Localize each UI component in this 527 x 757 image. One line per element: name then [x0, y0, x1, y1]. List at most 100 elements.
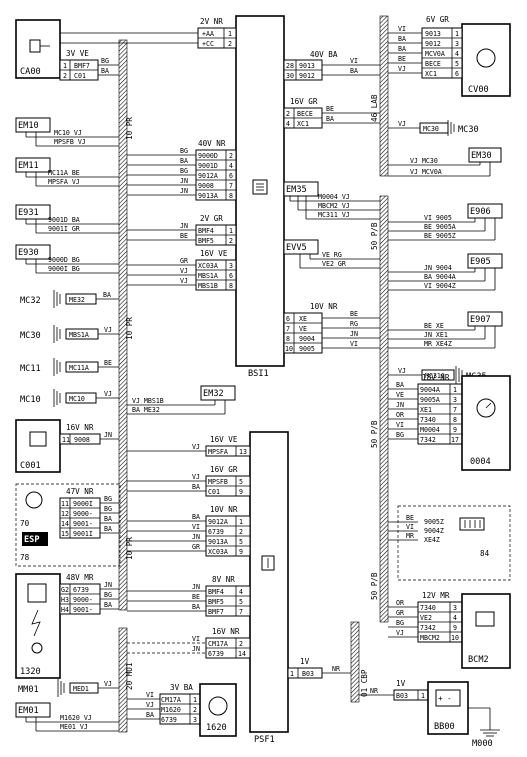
svg-text:CM17A: CM17A	[208, 640, 228, 648]
wire-label: VI	[192, 523, 200, 531]
bus-label-01cbp: 01 CBP	[360, 669, 369, 697]
wire-label: ME01 VJ	[60, 723, 88, 731]
bus-label-50pb-b: 50 P/B	[370, 420, 379, 448]
wire-label: VI 9005	[424, 214, 452, 222]
svg-text:VE: VE	[299, 325, 307, 333]
wire-label: BA	[146, 711, 154, 719]
svg-text:BMF7: BMF7	[74, 62, 90, 70]
ground-mm01: MM01	[18, 685, 39, 695]
wire-label: JN	[396, 401, 404, 409]
splice-mc311	[421, 369, 455, 381]
wire-label: BG	[104, 495, 112, 503]
svg-text:6739: 6739	[208, 528, 224, 536]
em11-label: EM11	[18, 161, 39, 171]
svg-text:14: 14	[61, 520, 69, 528]
wire-label: BA	[396, 381, 404, 389]
wire-label: M0004 VJ	[318, 193, 350, 201]
bus-label-10pr-c: 10 PR	[125, 537, 134, 560]
svg-text:7: 7	[239, 608, 243, 616]
wire-label: GR	[180, 257, 188, 265]
wire-label: BA	[101, 67, 109, 75]
cv00-label: CV00	[468, 85, 489, 95]
svg-text:B03: B03	[396, 692, 408, 700]
splice-label: MC10	[69, 395, 85, 403]
psf-module	[249, 431, 289, 733]
c1620-label: 1620	[206, 723, 227, 733]
svg-text:9000D: 9000D	[198, 152, 218, 160]
group-47vnr	[15, 483, 121, 567]
svg-text:17: 17	[451, 436, 459, 444]
wire-label: 9000I BG	[48, 265, 80, 273]
svg-text:9012A: 9012A	[198, 172, 218, 180]
svg-text:4: 4	[286, 120, 290, 128]
conn-3vve-title: 3V VE	[66, 49, 89, 58]
c001-connector-icon	[29, 431, 47, 447]
wire-label: BE XE	[424, 322, 444, 330]
wire-label: JN	[180, 177, 188, 185]
wire-label: MR XE4Z	[424, 340, 452, 348]
wire-label: NR	[332, 665, 340, 673]
wire-label: VJ MBS1B	[132, 397, 164, 405]
svg-text:6739: 6739	[73, 586, 89, 594]
em10-box	[15, 117, 51, 133]
e906-label: E906	[470, 207, 491, 217]
wire-label: BE	[104, 359, 112, 367]
conn-16vgr-top-title: 16V GR	[290, 97, 318, 106]
bus-label-10pr-b: 10 PR	[125, 317, 134, 340]
em10-label: EM10	[18, 121, 39, 131]
wire-label: JN	[104, 431, 112, 439]
conn-16vgr-p-title: 16V GR	[210, 465, 238, 474]
bus-label-20mo: 20 MO1	[125, 662, 134, 690]
svg-text:15: 15	[61, 530, 69, 538]
ca00-label: CA00	[20, 67, 41, 77]
svg-text:9005A: 9005A	[420, 396, 440, 404]
conn-48vmr-title: 48V MR	[66, 573, 94, 582]
svg-text:5: 5	[455, 60, 459, 68]
svg-text:9: 9	[239, 548, 243, 556]
wire-label: BA	[104, 515, 112, 523]
wire-label: VJ	[180, 277, 188, 285]
svg-text:7342: 7342	[420, 624, 436, 632]
svg-text:1: 1	[239, 518, 243, 526]
psf-label: PSF1	[254, 735, 275, 745]
svg-text:7340: 7340	[420, 604, 436, 612]
svg-text:8: 8	[453, 416, 457, 424]
wire-label: VE RG	[322, 251, 342, 259]
wire-label: 9001D BA	[48, 216, 80, 224]
svg-text:9008: 9008	[198, 182, 214, 190]
wire-label: M1620 VJ	[60, 714, 92, 722]
svg-text:7340: 7340	[420, 416, 436, 424]
wire-label: RG	[350, 320, 358, 328]
group-84	[397, 505, 511, 581]
svg-text:10: 10	[285, 345, 293, 353]
wire-label: GR	[396, 609, 404, 617]
em11-box	[15, 157, 51, 173]
e931-box	[15, 204, 51, 220]
wire-label: VJ	[104, 326, 112, 334]
svg-text:1: 1	[229, 227, 233, 235]
wire-label: VJ	[396, 629, 404, 637]
svg-text:3: 3	[455, 40, 459, 48]
wire-label: BE	[180, 232, 188, 240]
wire-label: VI	[350, 57, 358, 65]
conn-8vnr-title: 8V NR	[212, 575, 235, 584]
c1320-sensor-icon	[31, 642, 43, 654]
svg-text:4: 4	[229, 162, 233, 170]
svg-text:7: 7	[229, 182, 233, 190]
wire-label: XE4Z	[424, 536, 440, 544]
battery-icon	[435, 689, 461, 707]
wire-label: MR	[406, 532, 414, 540]
conn-47vnr-title: 47V NR	[66, 487, 94, 496]
svg-text:XE1: XE1	[420, 406, 432, 414]
svg-text:H4: H4	[61, 606, 69, 614]
svg-text:9005: 9005	[299, 345, 315, 353]
esp-label: ESP	[24, 535, 40, 545]
